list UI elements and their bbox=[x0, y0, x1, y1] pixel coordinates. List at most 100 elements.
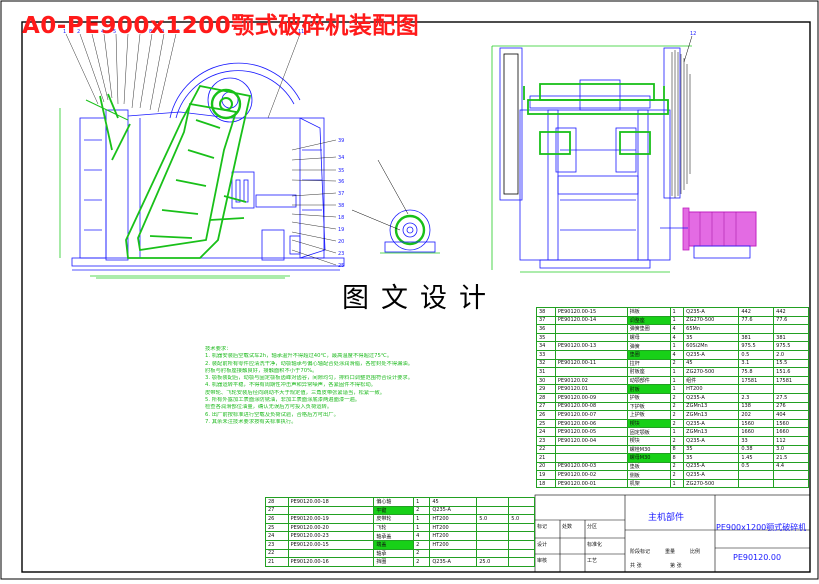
bom-cell bbox=[287, 548, 375, 559]
note-line: 皮带轮、飞轮安装后径向跳动不大于规定值，三角皮带张紧适当，松紧一致。 bbox=[205, 389, 386, 396]
bom-cell bbox=[508, 531, 535, 541]
bom-cell: ZG270-500 bbox=[683, 367, 740, 377]
tb-label: 比例 bbox=[690, 549, 701, 555]
bom-cell bbox=[508, 539, 535, 550]
bom-cell: 20 bbox=[536, 461, 556, 472]
bom-cell bbox=[508, 505, 535, 516]
bom-cell: 偏心轴 bbox=[373, 497, 415, 507]
bom-cell: 21 bbox=[536, 453, 556, 463]
bom-cell: 4 bbox=[669, 349, 685, 360]
bom-cell: 2 bbox=[669, 410, 685, 420]
bom-cell: PE90120.00-09 bbox=[554, 392, 628, 403]
bom-cell: 75.8 bbox=[738, 367, 775, 377]
bom-cell: 26 bbox=[536, 410, 556, 420]
bom-cell: 侧板 bbox=[626, 470, 671, 480]
bom-cell: 151.6 bbox=[773, 367, 809, 377]
balloon-23: 23 bbox=[338, 251, 344, 257]
bom-cell: 17581 bbox=[773, 375, 809, 386]
bom-cell: 螺母 bbox=[626, 332, 671, 343]
note-line: 肘板与肘板座接触良好，接触面积不小于70%。 bbox=[205, 367, 318, 374]
bom-cell: 202 bbox=[738, 410, 775, 420]
bom-cell bbox=[476, 531, 510, 541]
bom-cell: 皮带轮 bbox=[373, 514, 415, 524]
title-block-frame bbox=[534, 494, 811, 573]
bom-cell: 27 bbox=[265, 505, 289, 516]
bom-cell: 45 bbox=[429, 497, 478, 507]
bom-cell: 35 bbox=[536, 332, 556, 343]
flywheel-hatch bbox=[671, 35, 693, 198]
bom-cell: 65Mn bbox=[683, 324, 740, 334]
bom-cell: PE90120.00-16 bbox=[287, 557, 375, 567]
bom-cell: 护板 bbox=[626, 392, 671, 403]
motor bbox=[660, 207, 757, 259]
bom-cell bbox=[738, 478, 775, 489]
part-name: 主机部件 bbox=[648, 513, 685, 523]
bom-cell: 37 bbox=[536, 315, 556, 326]
bom-cell: PE90120.00-06 bbox=[554, 418, 628, 429]
bom-cell bbox=[287, 505, 375, 516]
bom-cell: 挡圈 bbox=[373, 557, 415, 567]
balloon-18: 18 bbox=[338, 215, 344, 221]
balloon-6: 6 bbox=[125, 29, 128, 35]
bom-cell: 381 bbox=[773, 332, 809, 343]
bom-cell: 1 bbox=[413, 514, 431, 524]
bom-cell bbox=[554, 453, 628, 463]
bom-cell bbox=[554, 332, 628, 343]
bom-cell bbox=[476, 522, 510, 533]
bom-cell bbox=[476, 548, 510, 559]
swing-jaw bbox=[85, 84, 252, 259]
bom-cell: 25 bbox=[536, 418, 556, 429]
bom-cell: 33 bbox=[738, 435, 775, 446]
bom-cell: 3.1 bbox=[738, 358, 775, 369]
bom-cell bbox=[773, 384, 809, 394]
bom-cell: 25.0 bbox=[476, 557, 510, 567]
bom-cell: PE90120.00-15 bbox=[287, 539, 375, 550]
bom-cell: 4.4 bbox=[773, 461, 809, 472]
bom-cell: 975.5 bbox=[738, 341, 775, 351]
bom-cell: 35 bbox=[683, 332, 740, 343]
bom-cell: 34 bbox=[536, 341, 556, 351]
bom-cell: ZGMn13 bbox=[683, 427, 740, 437]
bom-cell: 77.6 bbox=[738, 315, 775, 326]
bom-cell: 5.0 bbox=[508, 514, 535, 524]
bom-cell: 276 bbox=[773, 401, 809, 412]
bom-cell: ZG270-500 bbox=[683, 315, 740, 326]
bom-cell bbox=[773, 478, 809, 489]
bom-cell: Q235-A bbox=[683, 461, 740, 472]
tb-label: 共 张 bbox=[630, 563, 642, 569]
tb-label: 设计 bbox=[537, 542, 548, 548]
bom-cell: Q235-A bbox=[683, 392, 740, 403]
bom-cell: 112 bbox=[773, 435, 809, 446]
bom-cell: 2 bbox=[413, 548, 431, 559]
bom-cell: 1 bbox=[413, 522, 431, 533]
bom-cell: 1 bbox=[669, 367, 685, 377]
balloon-1: 1 bbox=[63, 29, 66, 35]
bom-cell: PE90120.00-18 bbox=[287, 497, 375, 507]
bom-cell: 楔块 bbox=[626, 418, 671, 429]
bom-cell bbox=[476, 505, 510, 516]
bom-cell: 1 bbox=[669, 427, 685, 437]
bom-cell: PE90120.00-19 bbox=[287, 514, 375, 524]
bom-cell: 0.5 bbox=[738, 461, 775, 472]
bom-cell: 轴承盖 bbox=[373, 531, 415, 541]
bom-cell: 27.5 bbox=[773, 392, 809, 403]
bom-cell: 1660 bbox=[773, 427, 809, 437]
bom-cell: 动颚部件 bbox=[626, 375, 671, 386]
bom-cell: 1 bbox=[669, 315, 685, 326]
bom-cell: 138 bbox=[738, 401, 775, 412]
bom-cell: 楔块 bbox=[626, 435, 671, 446]
